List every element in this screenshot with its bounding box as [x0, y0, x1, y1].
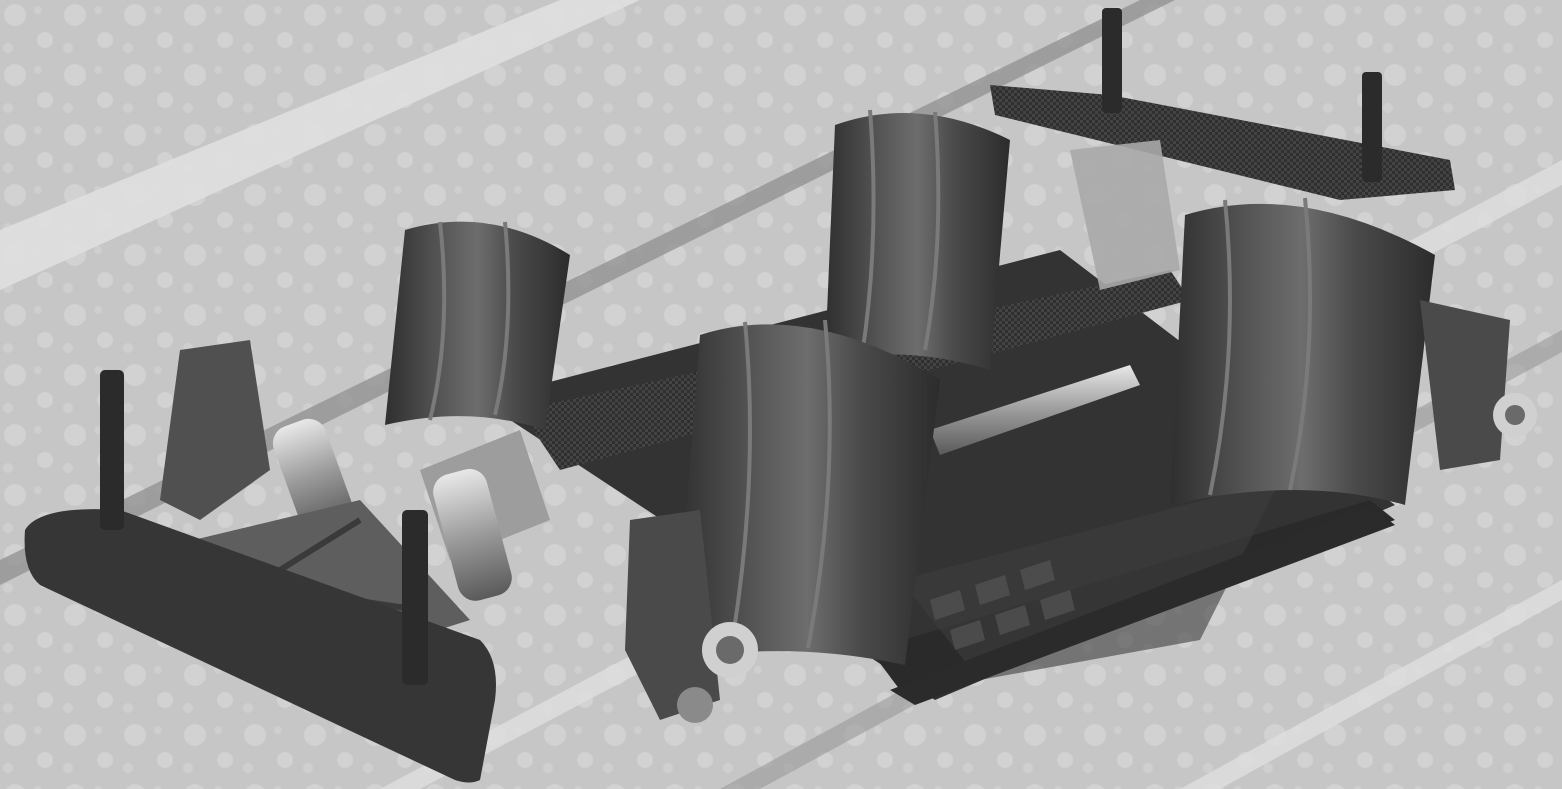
body-posts [100, 8, 1382, 685]
rear-carbon-plate [990, 85, 1455, 200]
front-right-tire [675, 319, 940, 665]
side-rail [890, 505, 1395, 705]
rear-right-tire [1170, 197, 1435, 505]
rear-suspension [1070, 140, 1537, 470]
drive-shaft [930, 365, 1140, 455]
front-suspension [160, 340, 758, 723]
front-bumper-foam [24, 509, 496, 783]
front-left-tire [385, 221, 570, 430]
rear-left-tire [825, 109, 1010, 370]
